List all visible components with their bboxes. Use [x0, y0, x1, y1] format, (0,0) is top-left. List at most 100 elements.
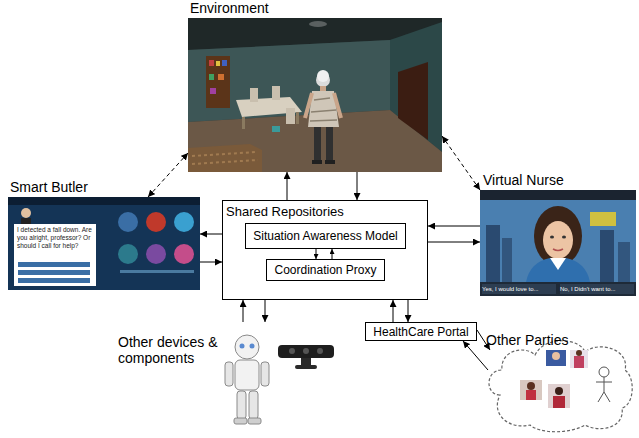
robot-figure-part: [261, 362, 269, 386]
node-heading: Virtual Nurse: [483, 172, 639, 188]
cloud-outline-part: [574, 356, 584, 368]
smart-butler-screen-part: [14, 224, 96, 286]
cloud-outline-part: [552, 352, 560, 360]
environment-scene-part: [312, 160, 322, 164]
label-holder: I detected a fall down. Are you alright,…: [17, 226, 93, 250]
virtual-nurse-screen-part: [480, 190, 636, 296]
smart-butler-screen-part: [8, 197, 200, 205]
cloud-outline-part: [526, 390, 536, 400]
data-arrow: [332, 249, 333, 259]
smart-butler-screen-part: [21, 218, 31, 224]
node-label: Situation Awareness Model: [253, 229, 398, 243]
kinect-sensor-part: [301, 358, 311, 365]
cloud-outline-part: [520, 380, 542, 400]
environment-scene-part: [209, 74, 214, 80]
environment-scene-part: [305, 93, 341, 118]
kinect-sensor: [278, 345, 334, 369]
virtual-nurse-screen-part: [534, 206, 582, 266]
virtual-nurse-panel: Virtual Nurse: [480, 190, 636, 296]
kinect-sensor-part: [303, 348, 309, 354]
kinect-sensor-part: [295, 365, 317, 369]
virtual-nurse-screen-part: [618, 242, 630, 282]
smart-butler-screen-part: [8, 197, 200, 290]
data-arrow: [200, 234, 222, 235]
cloud-outline-part: [596, 377, 612, 402]
kinect-sensor-part: [278, 345, 334, 358]
cloud-outline-part: [553, 396, 565, 408]
environment-scene-part: [216, 61, 220, 66]
smart-butler-screen-part: [174, 212, 194, 232]
smart-butler-screen-part: [18, 270, 90, 275]
smart-butler-screen-part: [120, 270, 194, 273]
smart-butler-screen-part: [118, 212, 138, 232]
cloud-outline-part: [570, 350, 588, 368]
virtual-nurse-screen-part: [502, 238, 512, 282]
virtual-nurse-screen-part: [590, 212, 616, 226]
dialog-text: I detected a fall down. Are you alright,…: [17, 226, 93, 250]
smart-butler-screen-part: [18, 262, 90, 267]
environment-scene-part: [210, 88, 216, 94]
environment-scene-part: [218, 74, 224, 80]
robot-figure: [225, 335, 269, 424]
dashed-arrow: [148, 153, 188, 197]
virtual-nurse-screen-part: [480, 282, 636, 296]
environment-scene-part: [272, 86, 280, 100]
smart-butler-screen-part: [21, 208, 31, 218]
virtual-nurse-screen-part: [562, 236, 566, 239]
button-text: No, I Didn't want to...: [560, 285, 634, 293]
environment-scene-part: [286, 108, 295, 124]
portal-box: HealthCare Portal: [365, 322, 477, 341]
devices-group: Other devices & components: [118, 322, 335, 428]
cloud-outline-part: [489, 341, 632, 432]
data-arrow: [393, 300, 394, 322]
environment-scene-part: [188, 18, 442, 172]
cloud-outline-part: [576, 350, 582, 356]
virtual-nurse-screen-part: [560, 284, 634, 294]
data-arrow: [428, 242, 480, 243]
cloud-outline-part: [546, 350, 566, 366]
environment-scene-part: [242, 117, 245, 129]
data-arrow: [243, 300, 244, 322]
data-arrow: [357, 172, 358, 200]
virtual-nurse-screen-part: [543, 221, 573, 259]
node-label: Coordination Proxy: [274, 263, 376, 277]
cloud-outline-part: [599, 367, 609, 377]
environment-scene-part: [188, 144, 262, 172]
environment-scene-part: [317, 70, 329, 82]
node-label: Other devices & components: [118, 334, 230, 366]
smart-butler-screen-part: [174, 244, 194, 264]
dashed-arrow: [442, 136, 480, 190]
robot-figure-part: [249, 391, 258, 419]
parties-cloud: Other Parties: [486, 320, 636, 435]
cloud-outline-part: [555, 387, 563, 395]
data-arrow: [287, 172, 288, 200]
environment-panel: Environment: [188, 18, 442, 172]
robot-figure-part: [225, 362, 233, 386]
virtual-nurse-screen-part: [553, 249, 563, 251]
robot-figure-part: [234, 418, 247, 424]
kinect-sensor-part: [289, 348, 295, 354]
cloud-outline: [489, 341, 632, 432]
node-label: HealthCare Portal: [373, 325, 468, 339]
virtual-nurse-screen-part: [482, 284, 556, 294]
data-arrow: [428, 226, 480, 227]
cloud-outline-part: [548, 384, 570, 408]
environment-scene-part: [222, 60, 227, 66]
environment-scene-part: [272, 126, 280, 132]
robot-figure-part: [248, 418, 261, 424]
virtual-nurse-screen-part: [550, 258, 566, 270]
robot-figure-part: [240, 344, 245, 349]
node-label: Other Parties: [486, 332, 636, 348]
environment-scene-part: [209, 60, 214, 66]
environment-scene-part: [250, 88, 258, 102]
environment-scene-part: [398, 62, 428, 140]
label-holder: No, I Didn't want to...: [560, 285, 634, 293]
node-heading: Smart Butler: [10, 179, 202, 195]
smart-butler-screen-part: [146, 244, 166, 264]
environment-scene-part: [206, 56, 230, 108]
node-heading: Environment: [190, 0, 444, 16]
virtual-nurse-screen: [480, 190, 636, 296]
